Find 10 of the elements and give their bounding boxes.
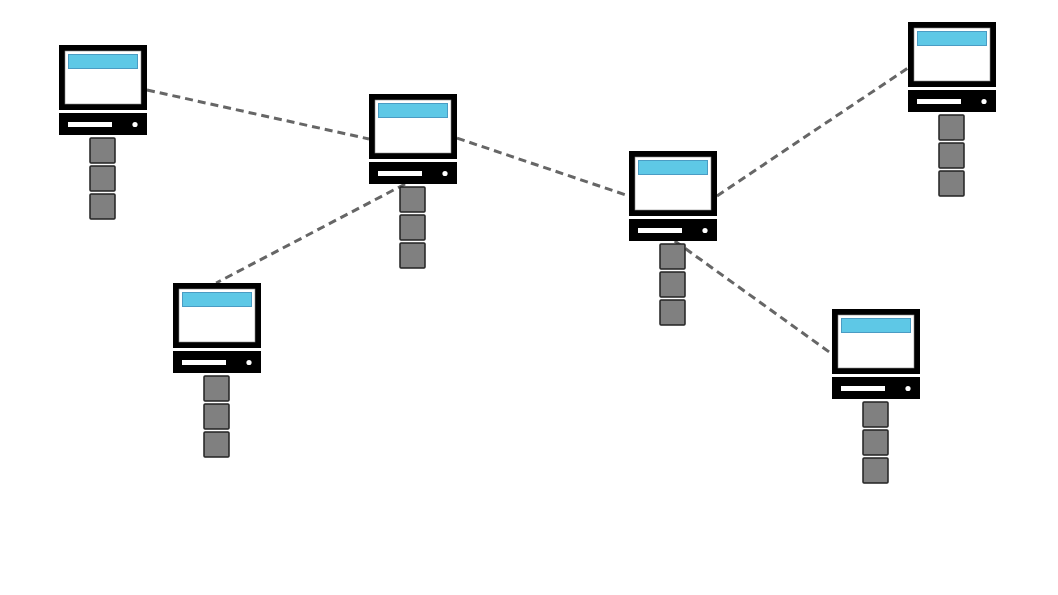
dashed-connector	[146, 88, 370, 141]
computer-icon	[629, 151, 717, 241]
computer-icon	[908, 22, 996, 112]
dashed-connector	[716, 66, 909, 198]
computer-icon	[59, 45, 147, 135]
computer-icon	[832, 309, 920, 399]
computer-icon	[173, 283, 261, 373]
computer-icon	[369, 94, 457, 184]
dashed-connector	[673, 239, 833, 356]
dashed-connector	[215, 182, 406, 285]
